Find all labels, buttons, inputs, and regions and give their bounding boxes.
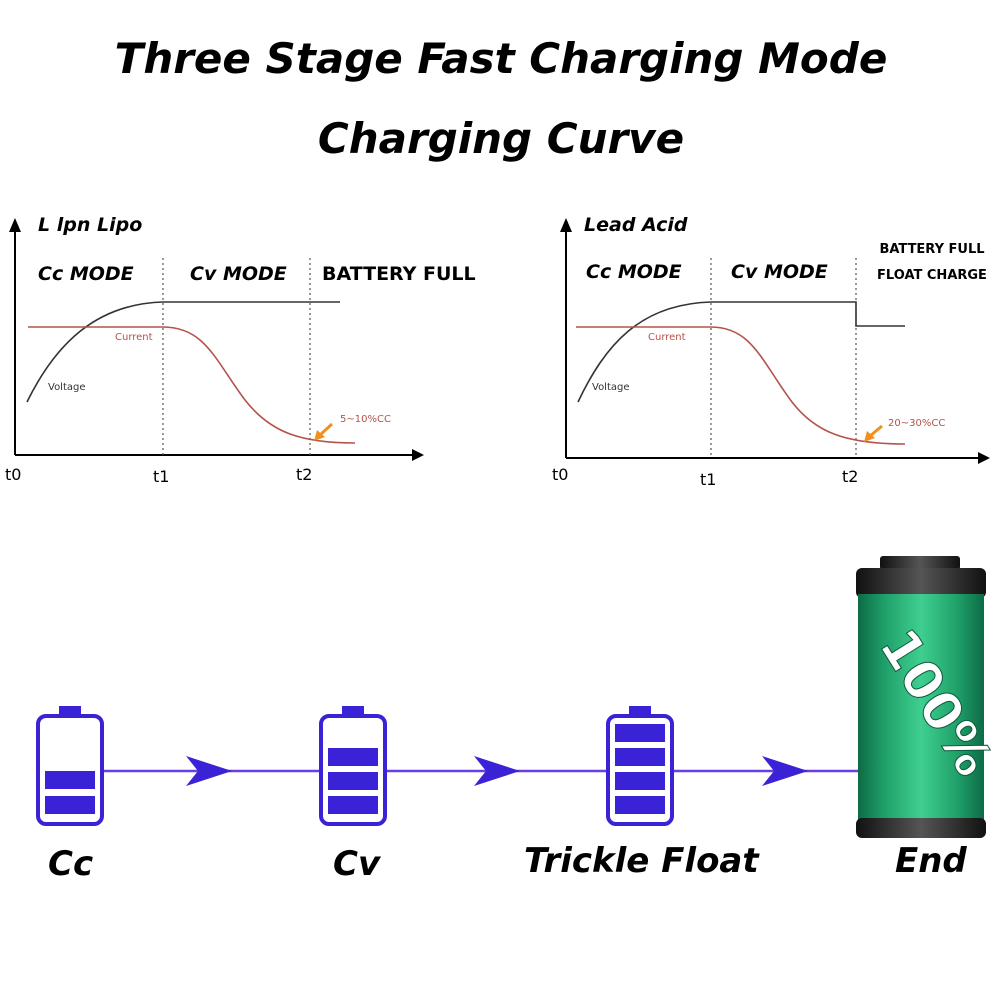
battery-level-bar	[615, 748, 665, 766]
page-title: Three Stage Fast Charging Mode	[114, 34, 888, 83]
time-label-t1: t1	[153, 467, 169, 486]
battery-cv-icon	[319, 706, 387, 826]
time-label-t1: t1	[700, 470, 716, 489]
voltage-curve	[577, 301, 905, 403]
stage-label-cv: Cv	[333, 844, 382, 884]
battery-level-bar	[615, 724, 665, 742]
cc-mode-label: Cc MODE	[586, 261, 682, 283]
cv-mode-label: Cv MODE	[731, 261, 828, 283]
time-label-t2: t2	[842, 467, 858, 486]
flow-arrow-icon	[474, 756, 520, 786]
battery-full-label: BATTERY FULL	[322, 263, 476, 285]
chart-lipo: L lpn Lipo Cc MODE Cv MODE BATTERY FULL …	[5, 214, 476, 486]
annotation-arrow	[869, 424, 883, 438]
battery-trickle-float-icon	[606, 706, 674, 826]
x-axis-arrow	[978, 452, 990, 464]
annotation-arrow-head	[314, 430, 325, 441]
time-label-t0: t0	[5, 465, 21, 484]
y-axis-arrow	[9, 218, 21, 232]
voltage-curve	[26, 301, 340, 403]
battery-level-bar	[328, 796, 378, 814]
flow-arrow-icon	[762, 756, 808, 786]
voltage-label: Voltage	[592, 382, 630, 393]
cc-mode-label: Cc MODE	[38, 263, 134, 285]
current-label: Current	[115, 332, 153, 343]
battery-level-bar	[45, 771, 95, 789]
cv-mode-label: Cv MODE	[190, 263, 287, 285]
cutoff-annotation: 20~30%CC	[888, 418, 945, 429]
battery-cc-icon	[36, 706, 104, 826]
battery-level-bar	[328, 772, 378, 790]
annotation-arrow-head	[864, 431, 875, 442]
chart-title: L lpn Lipo	[38, 214, 142, 236]
stage-label-end: End	[895, 841, 967, 881]
time-label-t0: t0	[552, 465, 568, 484]
y-axis-arrow	[560, 218, 572, 232]
battery-level-bar	[328, 748, 378, 766]
battery-level-bar	[615, 772, 665, 790]
cutoff-annotation: 5~10%CC	[340, 414, 391, 425]
page-subtitle: Charging Curve	[317, 114, 685, 163]
annotation-arrow	[318, 422, 334, 437]
time-label-t2: t2	[296, 465, 312, 484]
battery-level-bar	[615, 796, 665, 814]
stage-label-trickle-float: Trickle Float	[524, 841, 760, 881]
current-label: Current	[648, 332, 686, 343]
battery-full-icon: 100%	[856, 556, 1002, 838]
battery-full-label: BATTERY FULL	[879, 242, 984, 257]
stage-label-cc: Cc	[48, 844, 93, 884]
current-curve	[28, 326, 356, 444]
chart-lead-acid: Lead Acid Cc MODE Cv MODE BATTERY FULL F…	[552, 214, 990, 489]
current-curve	[576, 326, 906, 445]
x-axis-arrow	[412, 449, 424, 461]
float-charge-label: FLOAT CHARGE	[877, 268, 987, 283]
battery-level-bar	[45, 796, 95, 814]
flow-arrow-icon	[186, 756, 232, 786]
stage-flow: 100% Cc Cv Trickle Float End	[36, 556, 1002, 884]
chart-title: Lead Acid	[584, 214, 688, 236]
voltage-label: Voltage	[48, 382, 86, 393]
